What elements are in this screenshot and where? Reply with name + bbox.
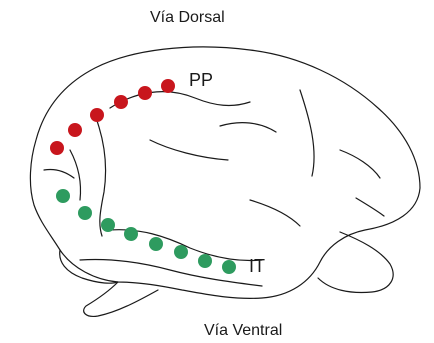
dorsal-dot: [68, 123, 82, 137]
ventral-dot: [149, 237, 163, 251]
ventral-stream-dots: [56, 189, 236, 274]
dorsal-dot: [114, 95, 128, 109]
intraparietal-sulcus: [110, 92, 250, 108]
parietal-sulcus-1: [220, 123, 276, 132]
ventral-dot: [56, 189, 70, 203]
occipital-sulcus-2: [356, 198, 384, 216]
dorsal-dot: [50, 141, 64, 155]
parietal-sulcus-2: [150, 140, 228, 160]
arcuate-sulcus: [70, 150, 81, 200]
cerebellum-outline: [318, 232, 393, 292]
dorsal-stream-dots: [50, 79, 175, 155]
cortex-outline: [30, 47, 420, 298]
ventral-dot: [124, 227, 138, 241]
central-sulcus: [96, 118, 106, 236]
brain-icon: [30, 47, 420, 316]
ventral-dot: [222, 260, 236, 274]
temporal-sulcus-2: [250, 200, 300, 226]
dorsal-dot: [138, 86, 152, 100]
principal-sulcus: [44, 169, 74, 178]
occipital-sulcus: [340, 150, 380, 178]
ventral-stream-label: Vía Ventral: [204, 322, 282, 340]
dorsal-dot: [90, 108, 104, 122]
temporal-lobe-outline: [60, 250, 118, 283]
ventral-dot: [78, 206, 92, 220]
brainstem-outline: [84, 282, 158, 316]
parietal-area-label: PP: [189, 70, 213, 91]
ventral-dot: [198, 254, 212, 268]
dorsal-stream-label: Vía Dorsal: [150, 9, 225, 27]
dorsal-dot: [161, 79, 175, 93]
ventral-dot: [101, 218, 115, 232]
lunate-sulcus: [300, 90, 314, 176]
ventral-dot: [174, 245, 188, 259]
inferotemporal-area-label: IT: [249, 256, 265, 277]
